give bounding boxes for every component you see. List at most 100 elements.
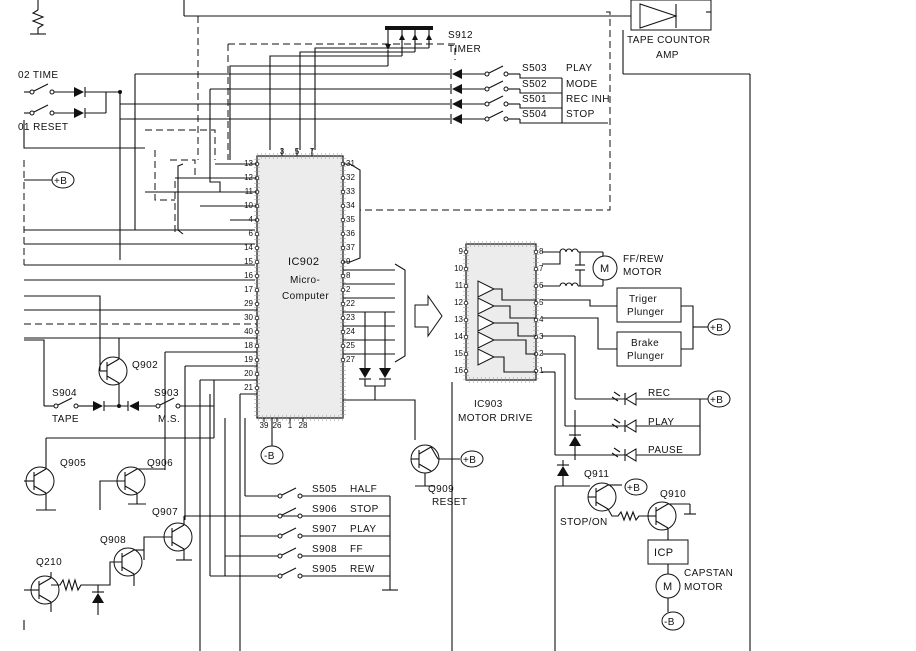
- pin-dot: [533, 317, 539, 323]
- s503-label: PLAY: [566, 63, 592, 74]
- pin-dot: [463, 334, 469, 340]
- s505-ref: S505: [312, 484, 337, 495]
- s903-label: M.S.: [158, 414, 180, 425]
- pin-dot: [254, 315, 260, 321]
- pin-number: 32: [346, 173, 355, 182]
- s503-ref: S503: [522, 63, 547, 74]
- s904-ref: S904: [52, 388, 77, 399]
- s904-label: TAPE: [52, 414, 79, 425]
- q905-transistor: Q905: [24, 406, 215, 511]
- pin-dot: [340, 231, 346, 237]
- tape-counter-amp: TAPE COUNTOR AMP: [30, 0, 751, 651]
- pin-dot: [463, 317, 469, 323]
- pin-number: 16: [244, 271, 253, 280]
- pin-dot: [533, 249, 539, 255]
- pin-dot: [254, 287, 260, 293]
- led-plus-b: +B: [710, 395, 723, 406]
- ic903-name: MOTOR DRIVE: [458, 413, 533, 424]
- q909-reset-transistor: +B Q909 RESET: [410, 444, 484, 508]
- led-play-label: PLAY: [648, 417, 674, 428]
- plunger-plus-b: +B: [710, 323, 723, 334]
- pin-number: 14: [244, 243, 253, 252]
- pin-number: 1: [288, 421, 293, 430]
- q905-ref: Q905: [60, 458, 86, 469]
- pin-number: 4: [539, 315, 544, 324]
- q910-ref: Q910: [660, 489, 686, 500]
- pin-number: 22: [346, 299, 355, 308]
- s502-label: MODE: [566, 79, 598, 90]
- pin-number: 9: [459, 247, 464, 256]
- plus-b-left-label: +B: [54, 176, 67, 187]
- q909-label: RESET: [432, 497, 467, 508]
- pin-number: 23: [346, 313, 355, 322]
- q906-transistor: Q906: [99, 458, 173, 510]
- pin-number: 25: [346, 341, 355, 350]
- s912-timer-switch: S912 TIMER: [385, 26, 481, 66]
- pin-dot: [340, 357, 346, 363]
- pin-dot: [254, 385, 260, 391]
- icp-label: ICP: [654, 547, 674, 559]
- pin-number: 33: [346, 187, 355, 196]
- pin-number: 14: [454, 332, 463, 341]
- pin-number: 8: [539, 247, 544, 256]
- pin-dot: [533, 283, 539, 289]
- pin-dot: [340, 301, 346, 307]
- pin-number: 10: [454, 264, 463, 273]
- tape-counter-label: TAPE COUNTOR: [627, 35, 710, 46]
- q907-ref: Q907: [152, 507, 178, 518]
- pin-dot: [254, 301, 260, 307]
- pin-number: 18: [244, 341, 253, 350]
- q911-plus-b: +B: [627, 483, 640, 494]
- triger-plunger-label1: Triger: [629, 294, 657, 305]
- pin-dot: [463, 266, 469, 272]
- s501-label: REC INH: [566, 94, 610, 105]
- pin-number: 5: [539, 298, 544, 307]
- amp-label: AMP: [656, 50, 679, 61]
- pin-number: 8: [346, 271, 351, 280]
- s502-ref: S502: [522, 79, 547, 90]
- pin-number: 15: [244, 257, 253, 266]
- pin-dot: [340, 203, 346, 209]
- pin-number: 35: [346, 215, 355, 224]
- led-pause-label: PAUSE: [648, 445, 683, 456]
- ic903-ref: IC903: [474, 399, 503, 410]
- reset-switch-label: 01 RESET: [18, 122, 68, 133]
- s912-ref: S912: [448, 30, 473, 41]
- time-switch-label: 02 TIME: [18, 70, 58, 81]
- pin-dot: [254, 371, 260, 377]
- capstan-motor-label1: CAPSTAN: [684, 568, 733, 579]
- q908-ref: Q908: [100, 535, 126, 546]
- pin-dot: [340, 217, 346, 223]
- q909-ref: Q909: [428, 484, 454, 495]
- q909-plus-b: +B: [463, 455, 476, 466]
- pin-dot: [254, 259, 260, 265]
- icp-capstan-motor: ICP M CAPSTAN MOTOR -B: [647, 539, 733, 631]
- q906-ref: Q906: [147, 458, 173, 469]
- pin-number: 12: [454, 298, 463, 307]
- q911-label: STOP/ON: [560, 517, 608, 528]
- mode-switch-bank: S503 PLAY S502 MODE S501 REC INH S504 ST…: [120, 63, 610, 124]
- q911-diodes: [554, 410, 590, 651]
- pin-number: 29: [244, 299, 253, 308]
- s908-label: FF: [350, 544, 363, 555]
- ic902-micro-computer: IC902 Micro- Computer 131211104614151617…: [244, 147, 355, 430]
- triger-plunger-label2: Plunger: [627, 307, 665, 318]
- s905-ref: S905: [312, 564, 337, 575]
- pin-dot: [254, 343, 260, 349]
- plus-b-left: +B: [24, 171, 75, 189]
- pin-dot: [340, 315, 346, 321]
- pin-dot: [254, 273, 260, 279]
- ffrew-motor-label2: MOTOR: [623, 267, 662, 278]
- pin-dot: [340, 287, 346, 293]
- pin-number: 34: [346, 201, 355, 210]
- ic902-top-pins: 357: [280, 147, 315, 156]
- ffrew-motor-symbol: M: [600, 263, 610, 275]
- ic902-name1: Micro-: [290, 275, 320, 286]
- pin-number: 3: [539, 332, 544, 341]
